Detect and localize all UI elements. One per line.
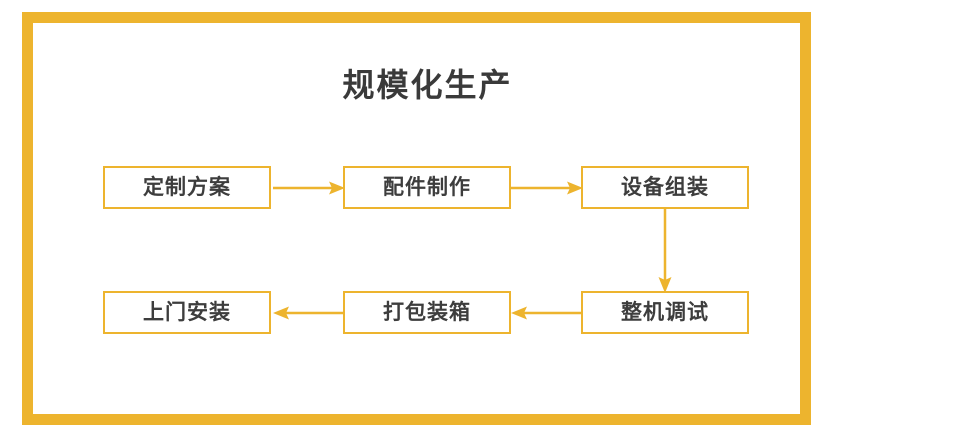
node-label: 上门安装 (143, 301, 231, 324)
process-node-parts-manufacturing[interactable]: 配件制作 (343, 166, 511, 209)
page-title: 规模化生产 (342, 67, 513, 103)
arrow-left-node5-to-node6 (273, 303, 345, 323)
arrow-right-node1-to-node2 (273, 178, 345, 198)
node-label: 定制方案 (143, 176, 231, 199)
arrow-left-node4-to-node5 (511, 303, 583, 323)
process-node-onsite-installation[interactable]: 上门安装 (103, 291, 271, 334)
process-node-equipment-assembly[interactable]: 设备组装 (581, 166, 749, 209)
process-node-custom-solution[interactable]: 定制方案 (103, 166, 271, 209)
arrow-right-node2-to-node3 (511, 178, 583, 198)
decorative-frame-border: 规模化生产 定制方案 配件制作 (22, 12, 811, 425)
process-node-packing[interactable]: 打包装箱 (343, 291, 511, 334)
node-label: 设备组装 (621, 176, 709, 199)
node-label: 打包装箱 (383, 301, 471, 324)
node-label: 整机调试 (621, 301, 709, 324)
process-node-machine-debugging[interactable]: 整机调试 (581, 291, 749, 334)
arrow-down-node3-to-node4 (655, 209, 675, 293)
process-flow-diagram: 定制方案 配件制作 设备组装 (33, 23, 822, 436)
node-label: 配件制作 (383, 176, 471, 199)
